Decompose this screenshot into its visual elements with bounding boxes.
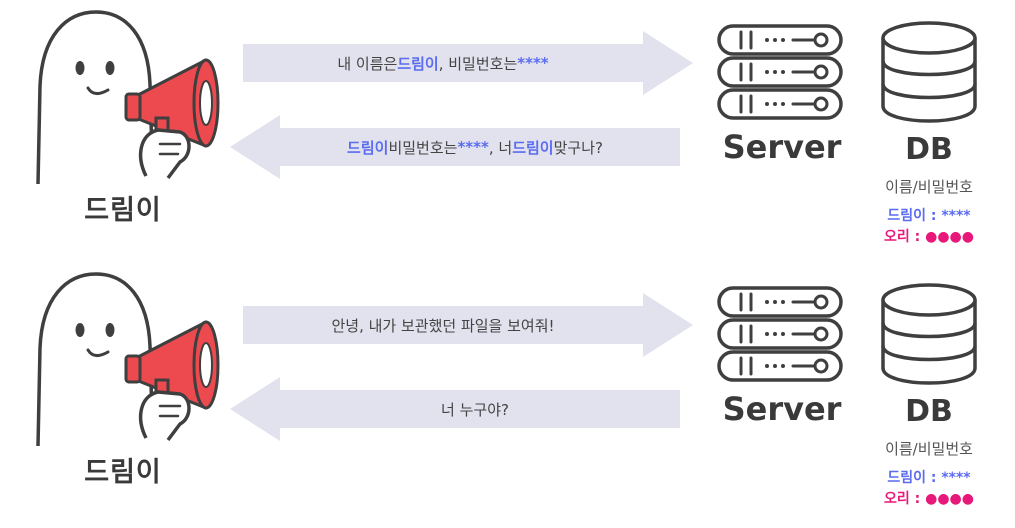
password-stars: **** <box>517 54 549 72</box>
arrow-left-icon <box>230 377 680 441</box>
panel-authenticated: 드림이 내 이름은 드림이, 비밀번호는 **** 드림이 비밀번호는 ****… <box>36 10 977 245</box>
db-record-ori: 오리 : ●●●● <box>884 229 974 245</box>
db-record-dreamy: 드림이 : **** <box>887 470 971 486</box>
db-label: DB <box>905 394 953 429</box>
response-arrow: 드림이 비밀번호는 ****, 너 드림이 맞구나? <box>230 115 680 179</box>
db-fields: 이름/비밀번호 <box>885 440 973 458</box>
request-arrow: 안녕, 내가 보관했던 파일을 보여줘! <box>243 293 693 357</box>
db-record-ori: 오리 : ●●●● <box>884 491 974 507</box>
server-label: Server <box>722 390 842 428</box>
request-message: 내 이름은 드림이, 비밀번호는 **** <box>337 54 549 73</box>
person-name: 드림이 <box>84 195 162 226</box>
arrow-right-icon <box>243 31 693 95</box>
password-stars: **** <box>457 138 489 156</box>
person-icon <box>36 10 220 185</box>
person-icon <box>36 272 220 447</box>
megaphone-icon <box>124 320 220 410</box>
server-icon <box>717 286 843 382</box>
server-label: Server <box>722 128 842 166</box>
panel-unauthenticated: 드림이 안녕, 내가 보관했던 파일을 보여줘! 너 누구야? <box>0 262 1015 526</box>
db-record-dreamy: 드림이 : **** <box>887 208 971 224</box>
server-icon <box>717 24 843 120</box>
username-highlight: 드림이 <box>347 138 389 157</box>
response-arrow: 너 누구야? <box>230 377 680 441</box>
database-icon <box>881 283 977 385</box>
username-highlight: 드림이 <box>397 54 439 73</box>
request-message: 안녕, 내가 보관했던 파일을 보여줘! <box>331 316 555 335</box>
person-name: 드림이 <box>84 457 162 488</box>
database-icon <box>881 21 977 123</box>
response-message: 드림이 비밀번호는 ****, 너 드림이 맞구나? <box>347 138 603 157</box>
request-arrow: 내 이름은 드림이, 비밀번호는 **** <box>243 31 693 95</box>
username-highlight: 드림이 <box>512 138 554 157</box>
db-fields: 이름/비밀번호 <box>885 178 973 196</box>
response-message: 너 누구야? <box>441 400 509 419</box>
arrow-left-icon <box>230 115 680 179</box>
db-label: DB <box>905 132 953 167</box>
arrow-right-icon <box>243 293 693 357</box>
